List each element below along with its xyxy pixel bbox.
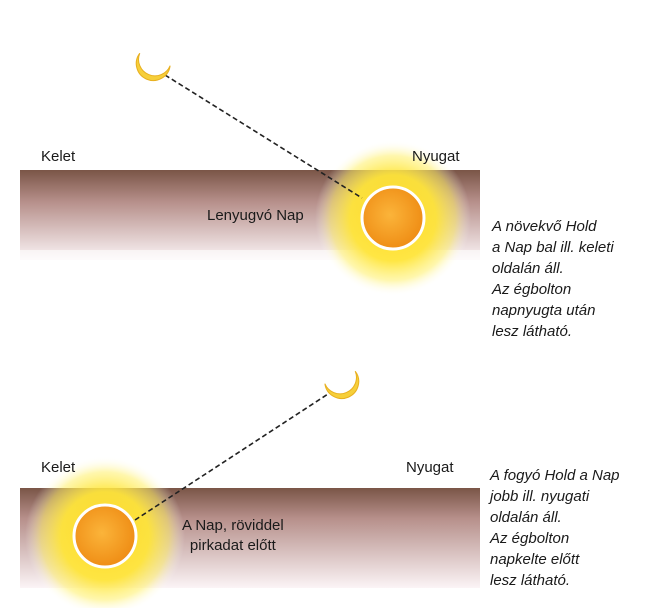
caption-line: oldalán áll. (492, 260, 564, 277)
waning-moon-scene (20, 370, 480, 608)
waxing-moon-scene (20, 52, 480, 296)
sun-icon (25, 456, 185, 608)
sun-label-line: A Nap, röviddel (182, 517, 284, 534)
sun-moon-line (134, 393, 329, 521)
caption-line: A fogyó Hold a Nap (490, 467, 620, 484)
sun-label-line: pirkadat előtt (189, 537, 276, 554)
sun-label: A Nap, röviddel pirkadat előtt (182, 516, 284, 556)
caption-line: jobb ill. nyugati (490, 488, 590, 505)
crescent-moon-icon (135, 52, 171, 81)
sun-moon-line (164, 74, 363, 199)
caption-line: lesz látható. (490, 572, 571, 589)
caption-line: napnyugta után (492, 302, 596, 319)
caption-line: A növekvő Hold (492, 218, 597, 235)
waxing-moon-panel: Kelet Nyugat Lenyugvó Nap A növekvő Hold… (20, 52, 614, 340)
caption-line: a Nap bal ill. keleti (492, 239, 614, 256)
waning-moon-panel: Kelet Nyugat A Nap, röviddel pirkadat el… (0, 330, 659, 608)
caption-line: Az égbolton (490, 530, 570, 547)
caption-line: lesz látható. (492, 323, 573, 340)
waning-moon-caption: A fogyó Hold a Nap jobb ill. nyugati old… (490, 465, 620, 591)
caption-line: Az égbolton (492, 281, 572, 298)
sun-icon (315, 140, 471, 296)
west-label: Nyugat (412, 148, 460, 165)
sun-label: Lenyugvó Nap (207, 207, 304, 224)
crescent-moon-icon (324, 370, 360, 399)
west-label: Nyugat (406, 459, 454, 476)
caption-line: napkelte előtt (490, 551, 580, 568)
caption-line: oldalán áll. (490, 509, 562, 526)
waxing-moon-caption: A növekvő Hold a Nap bal ill. keleti old… (492, 216, 614, 342)
east-label: Kelet (41, 148, 76, 165)
east-label: Kelet (41, 459, 76, 476)
